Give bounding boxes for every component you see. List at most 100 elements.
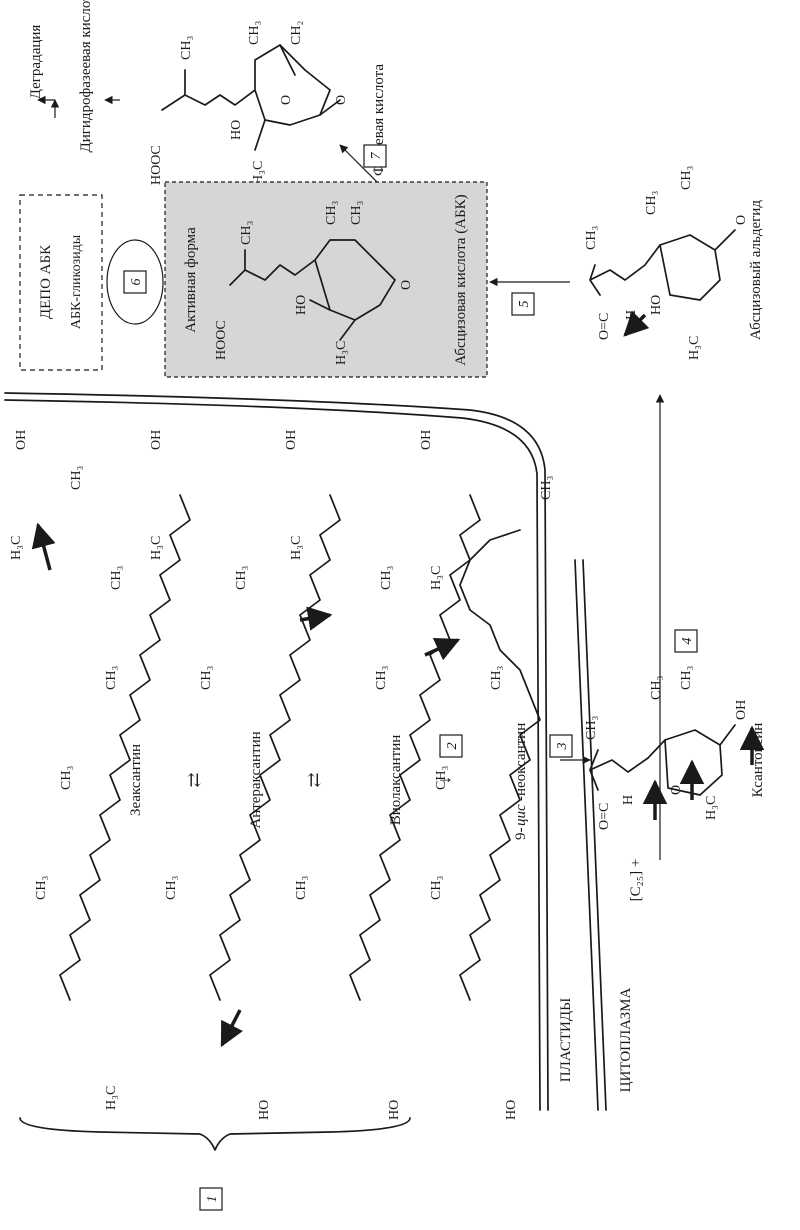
step-6-box (123, 270, 147, 294)
eq-antheraxanthin-violaxanthin: ⇄ (304, 772, 324, 787)
step-7-box (363, 144, 387, 168)
step-5-box (511, 292, 535, 316)
bold-arrow-4 (424, 637, 461, 661)
aba-depot-box (19, 194, 103, 371)
bracket-carotenoids (19, 1117, 411, 1151)
svg-text:CH₃: CH₃ (34, 876, 49, 900)
svg-text:CH₂: CH₂ (289, 21, 304, 45)
svg-text:H₃C: H₃C (429, 566, 444, 590)
bold-arrow-1 (31, 522, 56, 571)
svg-text:CH₃: CH₃ (679, 666, 694, 690)
label-active-form: Активная форма (183, 227, 199, 333)
xanthoxin-structure: O=C H CH₃ CH₃ CH₃ OH O H₃C (584, 666, 749, 830)
svg-text:O: O (334, 95, 349, 105)
step-7-label: 7 (369, 152, 384, 160)
svg-text:CH₃: CH₃ (379, 566, 394, 590)
svg-text:OH: OH (734, 700, 749, 720)
svg-text:HO: HO (229, 120, 244, 140)
step-4-box (674, 629, 698, 653)
svg-text:CH₃: CH₃ (434, 766, 449, 790)
abscisic-aldehyde-structure: O=C H CH₃ CH₃ CH₃ HO H₃C O (584, 166, 749, 360)
svg-text:CH₃: CH₃ (164, 876, 179, 900)
svg-text:HO: HO (504, 1100, 519, 1120)
svg-text:HO: HO (294, 295, 309, 315)
svg-text:CH₃: CH₃ (324, 201, 339, 225)
phaseic-acid-structure: HOOC CH₃ CH₃ CH₂ O O HO H₃C (149, 21, 349, 185)
step-3-box (549, 734, 573, 758)
step-1-label: 1 (205, 1196, 220, 1203)
svg-text:OH: OH (284, 430, 299, 450)
label-neoxanthin-cis: цис (513, 804, 529, 826)
abscisic-acid-structure: HOOC CH₃ CH₃ CH₃ HO H₃C O (214, 201, 414, 365)
label-degradation: Деградация (28, 25, 44, 100)
carotenoid-antheraxanthin: CH₃ CH₃ CH₃ H₃C OH HO (149, 430, 341, 1120)
carotenoid-zeaxanthin: CH₃ CH₃ CH₃ CH₃ H₃C OH CH₃ H₃C (9, 430, 191, 1110)
step-3-label: 3 (555, 743, 570, 751)
svg-text:O: O (279, 95, 294, 105)
svg-text:CH₃: CH₃ (539, 476, 554, 500)
step-4-label: 4 (680, 638, 695, 645)
label-cytoplasm: ЦИТОПЛАЗМА (618, 988, 634, 1093)
svg-text:CH₃: CH₃ (59, 766, 74, 790)
svg-text:CH₃: CH₃ (104, 666, 119, 690)
svg-text:CH₃: CH₃ (234, 566, 249, 590)
arrow-violaxanthin: ↓ (434, 776, 454, 785)
label-zeaxanthin: Зеаксантин (128, 744, 144, 816)
svg-text:H₃C: H₃C (289, 536, 304, 560)
bold-arrow-2 (220, 1009, 243, 1048)
svg-text:O: O (734, 215, 749, 225)
svg-text:O=C: O=C (597, 313, 612, 340)
label-dihydrophaseic-acid: Дигидрофазеевая кислота (78, 0, 94, 153)
svg-text:HOOC: HOOC (214, 320, 229, 360)
eq-zeaxanthin-antheraxanthin: ⇄ (184, 772, 204, 787)
svg-text:CH₃: CH₃ (429, 876, 444, 900)
label-aba-glycosides: АБК-гликозиды (69, 234, 84, 329)
svg-text:H₃C: H₃C (149, 536, 164, 560)
svg-text:CH₃: CH₃ (649, 676, 664, 700)
label-aba-depot: ДЕПО АБК (38, 244, 54, 319)
svg-text:CH₃: CH₃ (239, 221, 254, 245)
carotenoid-neoxanthin: CH₃ CH₃ CH₃ H₃C OH HO CH₃ (419, 430, 554, 1120)
membrane-cytoplasm-1 (574, 559, 599, 1111)
svg-text:CH₃: CH₃ (179, 36, 194, 60)
step-6-label: 6 (129, 279, 144, 286)
svg-text:CH₃: CH₃ (199, 666, 214, 690)
svg-text:H₃C: H₃C (687, 336, 702, 360)
label-antheraxanthin: Антераксантин (248, 731, 264, 828)
svg-text:OH: OH (149, 430, 164, 450)
svg-text:H₃C: H₃C (104, 1086, 119, 1110)
svg-text:HO: HO (387, 1100, 402, 1120)
svg-text:O: O (399, 280, 414, 290)
membrane-cytoplasm-2 (582, 559, 607, 1111)
svg-text:CH₃: CH₃ (489, 666, 504, 690)
svg-text:CH₃: CH₃ (294, 876, 309, 900)
membrane-inner (4, 399, 541, 1111)
step-5-label: 5 (517, 301, 532, 308)
svg-text:OH: OH (419, 430, 434, 450)
membrane-outer (4, 392, 549, 1111)
svg-text:CH₃: CH₃ (349, 201, 364, 225)
svg-text:H: H (621, 795, 636, 805)
svg-text:CH₃: CH₃ (374, 666, 389, 690)
label-neoxanthin-suffix: -неоксантин (513, 723, 529, 801)
svg-text:HO: HO (257, 1100, 272, 1120)
svg-text:CH₃: CH₃ (644, 191, 659, 215)
svg-text:CH₃: CH₃ (247, 21, 262, 45)
label-neoxanthin-prefix: 9- (513, 828, 529, 841)
carotenoid-violaxanthin: CH₃ CH₃ CH₃ H₃C OH HO (284, 430, 481, 1120)
svg-text:OH: OH (14, 430, 29, 450)
step-1-box (199, 1187, 223, 1211)
bold-arrow-8 (623, 310, 650, 337)
svg-text:H₃C: H₃C (334, 341, 349, 365)
label-abscisic-acid: Абсцизовая кислота (АБК) (453, 194, 469, 365)
label-plastids: ПЛАСТИДЫ (558, 998, 574, 1082)
svg-text:H₃C: H₃C (251, 161, 266, 185)
step-2-label: 2 (445, 743, 460, 750)
svg-text:HO: HO (649, 295, 664, 315)
label-violaxanthin: Виолаксантин (388, 735, 404, 826)
label-c25: [C₂₅] + (628, 859, 644, 902)
svg-text:CH₃: CH₃ (69, 466, 84, 490)
label-abscisic-aldehyde: Абсцизовый альдегид (748, 200, 764, 340)
